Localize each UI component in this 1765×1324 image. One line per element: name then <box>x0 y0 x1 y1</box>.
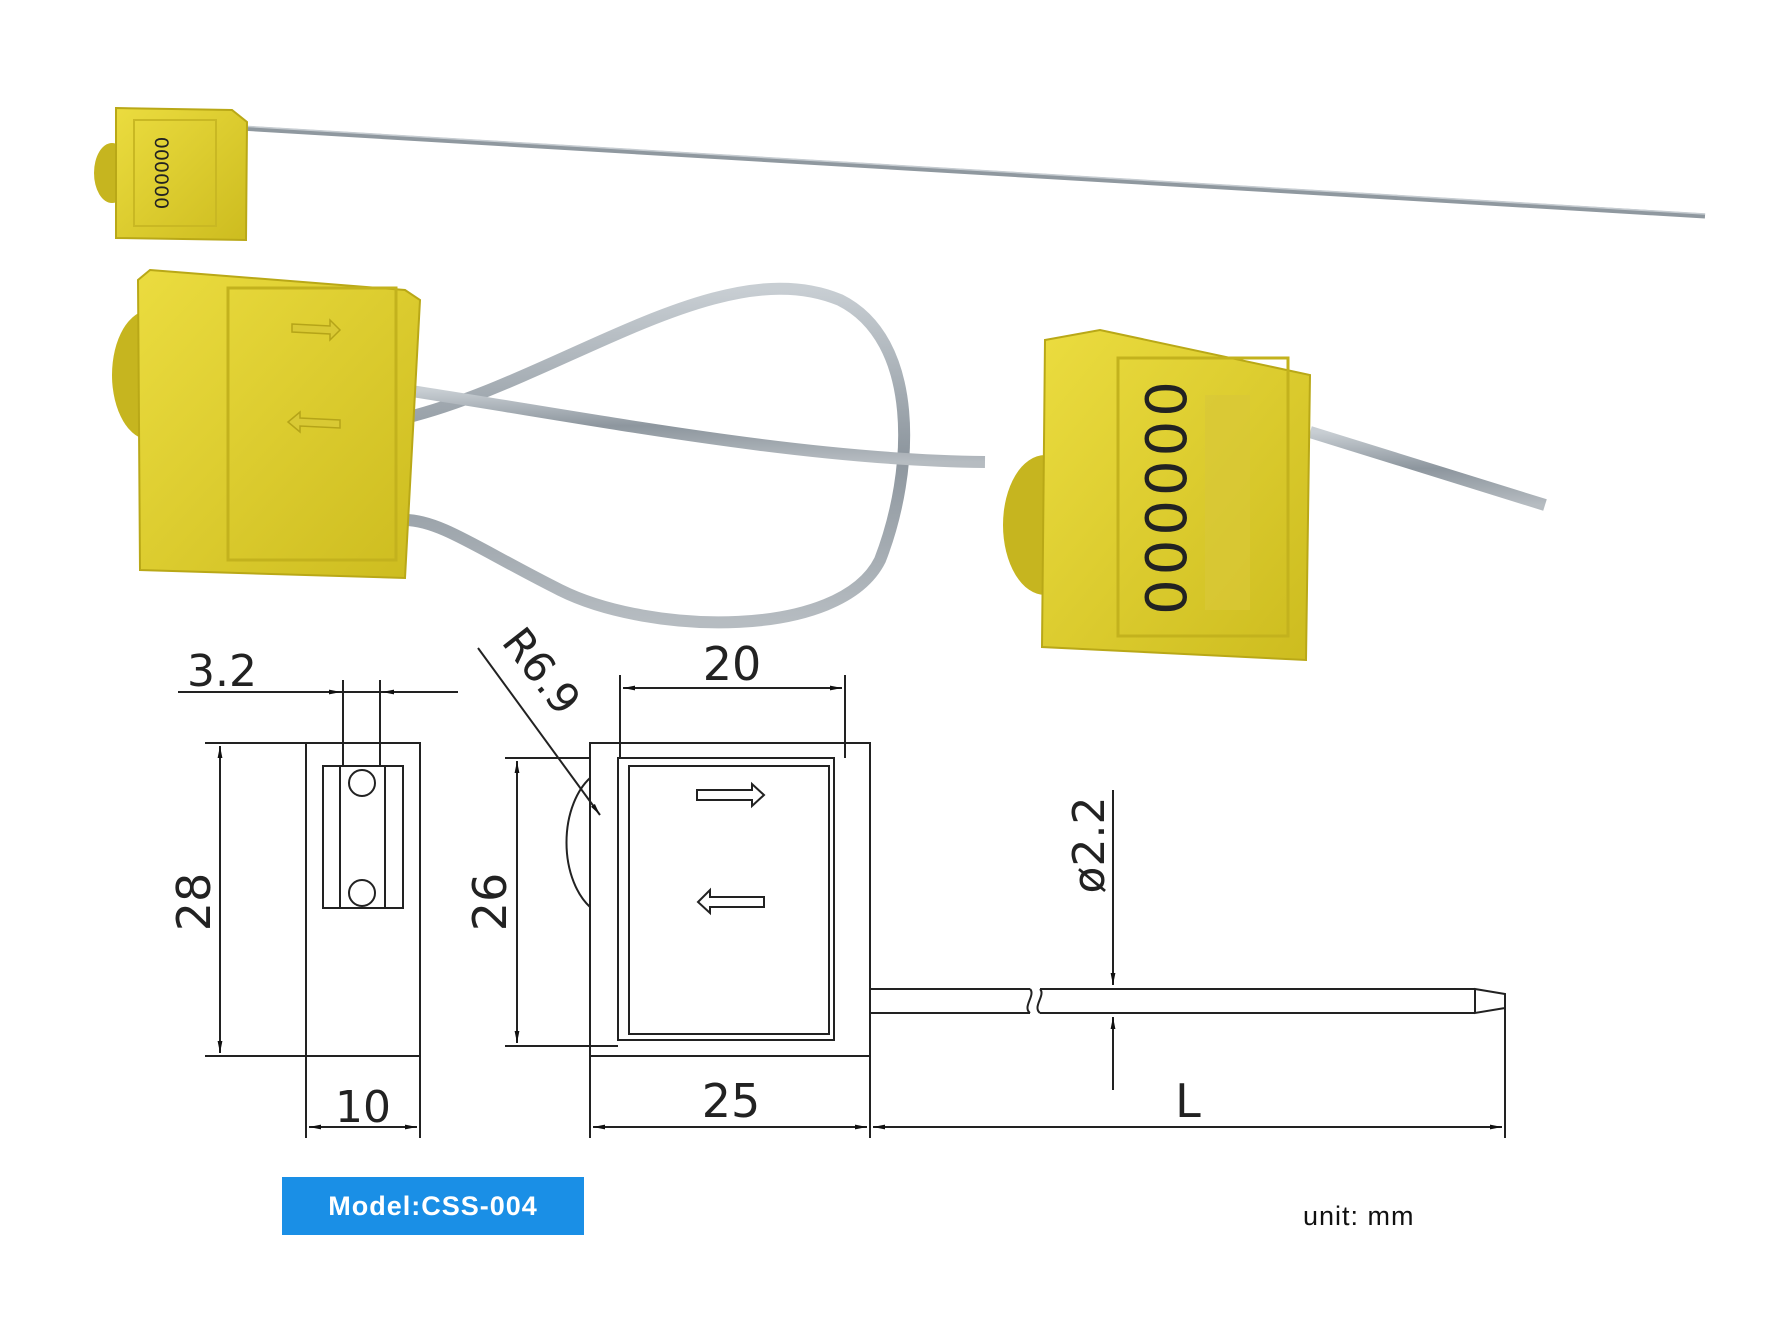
unit-label: unit: mm <box>1303 1201 1415 1231</box>
dim-cable-length: L <box>1175 1074 1201 1128</box>
dim-top-width: 20 <box>703 637 762 691</box>
dim-thickness: 3.2 <box>187 646 257 697</box>
dim-side-height: 28 <box>167 873 221 932</box>
seal-photo-loop <box>112 268 986 629</box>
serial-seal-number: 000000 <box>1135 377 1200 615</box>
technical-drawing <box>178 647 1506 1138</box>
side-view <box>178 680 458 1138</box>
dim-side-width: 10 <box>335 1082 391 1133</box>
dim-radius: R6.9 <box>493 618 591 724</box>
loop-seal-body <box>136 268 422 580</box>
small-seal-serial: 000000 <box>150 137 172 210</box>
straight-cable <box>239 125 1706 219</box>
short-cable <box>1308 426 1547 511</box>
dim-bottom-width: 25 <box>702 1074 761 1128</box>
loop-cable <box>403 282 911 629</box>
seal-photo-straight: 000000 <box>94 106 1706 242</box>
dim-front-height: 26 <box>463 873 517 932</box>
dim-cable-diameter: ø2.2 <box>1064 797 1115 894</box>
front-view <box>477 647 1506 1138</box>
arrow-right-glyph <box>696 781 766 809</box>
small-seal-body <box>115 106 249 242</box>
model-badge: Model:CSS-004 <box>282 1177 584 1235</box>
arrow-left-glyph <box>696 887 765 916</box>
seal-photo-serial: 000000 <box>1003 328 1547 662</box>
radius-leader <box>477 647 601 816</box>
